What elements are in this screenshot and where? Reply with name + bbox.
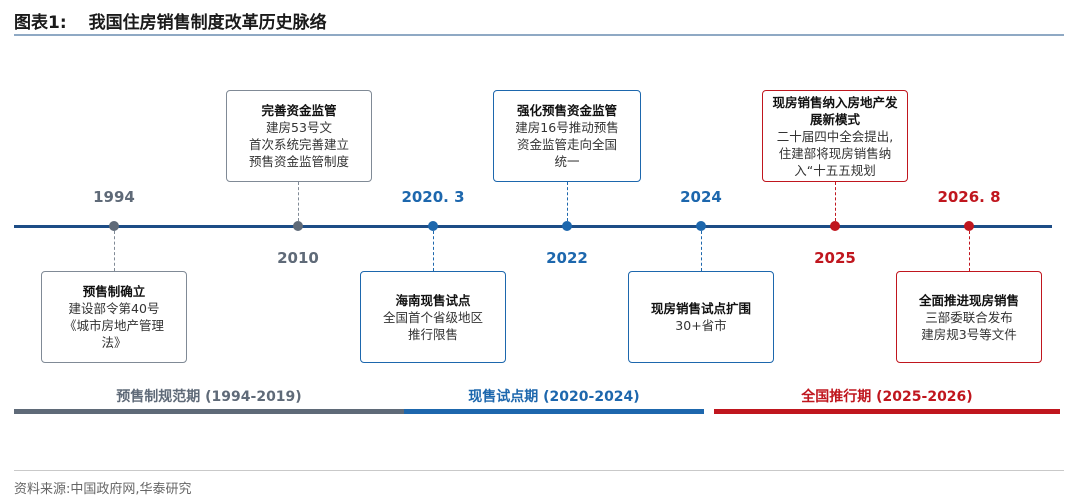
connector-2020-3 — [433, 231, 434, 271]
year-label-2022: 2022 — [546, 249, 588, 267]
event-box-2025: 现房销售纳入房地产发展新模式 二十届四中全会提出, 住建部将现房销售纳 入“十五… — [762, 90, 908, 182]
phase-bar-pilot — [404, 409, 704, 414]
connector-2022 — [567, 182, 568, 221]
event-text: 统一 — [554, 154, 580, 169]
figure-title-text: 我国住房销售制度改革历史脉络 — [88, 13, 327, 33]
source-note: 资料来源:中国政府网,华泰研究 — [14, 482, 192, 497]
event-text: 全国首个省级地区 — [382, 309, 483, 325]
event-text: 三部委联合发布 — [925, 309, 1013, 325]
timeline-dot-2025 — [830, 221, 840, 231]
event-box-2010: 完善资金监管 建房53号文 首次系统完善建立 预售资金监管制度 — [226, 90, 372, 182]
year-label-2025: 2025 — [814, 249, 856, 267]
event-box-2022: 强化预售资金监管 建房16号推动预售 资金监管走向全国 统一 — [493, 90, 641, 182]
event-box-1994: 预售制确立 建设部令第40号 《城市房地产管理 法》 — [41, 271, 187, 363]
connector-1994 — [114, 231, 115, 271]
timeline-dot-2022 — [562, 221, 572, 231]
event-text: 二十届四中全会提出, — [776, 128, 894, 144]
event-box-2024: 现房销售试点扩围 30+省市 — [628, 271, 774, 363]
event-text: 《城市房地产管理 — [63, 318, 164, 333]
timeline-dot-2010 — [293, 221, 303, 231]
event-title: 强化预售资金监管 — [516, 103, 617, 118]
connector-2024 — [701, 231, 702, 271]
timeline-axis — [14, 225, 1052, 228]
year-label-2024: 2024 — [680, 188, 722, 206]
event-text: 推行限售 — [407, 326, 458, 342]
phase-label-presale: 预售制规范期 (1994-2019) — [116, 389, 302, 405]
event-text: 资金监管走向全国 — [516, 137, 617, 152]
timeline-dot-2024 — [696, 221, 706, 231]
event-text: 预售资金监管制度 — [248, 154, 349, 169]
figure-title: 图表1: 我国住房销售制度改革历史脉络 — [14, 8, 327, 33]
year-label-1994: 1994 — [93, 188, 135, 206]
connector-2025 — [835, 182, 836, 221]
event-text: 首次系统完善建立 — [248, 137, 349, 152]
figure-number: 图表1: — [14, 13, 67, 33]
event-text: 住建部将现房销售纳 — [778, 145, 892, 161]
year-label-2010: 2010 — [277, 249, 319, 267]
event-title: 全面推进现房销售 — [918, 292, 1019, 308]
event-text: 建房16号推动预售 — [515, 120, 619, 135]
event-text: 30+省市 — [675, 318, 727, 333]
title-divider — [14, 34, 1064, 36]
phase-label-pilot: 现售试点期 (2020-2024) — [468, 389, 640, 405]
event-title: 预售制确立 — [82, 284, 146, 299]
phase-label-nationwide: 全国推行期 (2025-2026) — [801, 389, 973, 405]
event-box-2020-3: 海南现售试点 全国首个省级地区 推行限售 — [360, 271, 506, 363]
event-text: 入“十五五规划 — [794, 162, 876, 178]
event-title: 现房销售试点扩围 — [650, 301, 751, 316]
phase-bar-presale — [14, 409, 404, 414]
event-title: 海南现售试点 — [395, 292, 471, 308]
phase-bar-nationwide — [714, 409, 1060, 414]
event-text: 建房53号文 — [266, 120, 332, 135]
event-title: 完善资金监管 — [261, 103, 337, 118]
year-label-2026-8: 2026. 8 — [937, 188, 1001, 206]
connector-2026-8 — [969, 231, 970, 271]
year-label-2020-3: 2020. 3 — [401, 188, 465, 206]
timeline-dot-2026-8 — [964, 221, 974, 231]
source-divider — [14, 470, 1064, 471]
event-title: 现房销售纳入房地产发展新模式 — [772, 94, 898, 127]
timeline-dot-2020-3 — [428, 221, 438, 231]
event-text: 建设部令第40号 — [68, 301, 160, 316]
event-text: 法》 — [101, 335, 127, 350]
connector-2010 — [298, 182, 299, 221]
event-box-2026-8: 全面推进现房销售 三部委联合发布 建房规3号等文件 — [896, 271, 1042, 363]
event-text: 建房规3号等文件 — [921, 326, 1017, 342]
timeline-dot-1994 — [109, 221, 119, 231]
